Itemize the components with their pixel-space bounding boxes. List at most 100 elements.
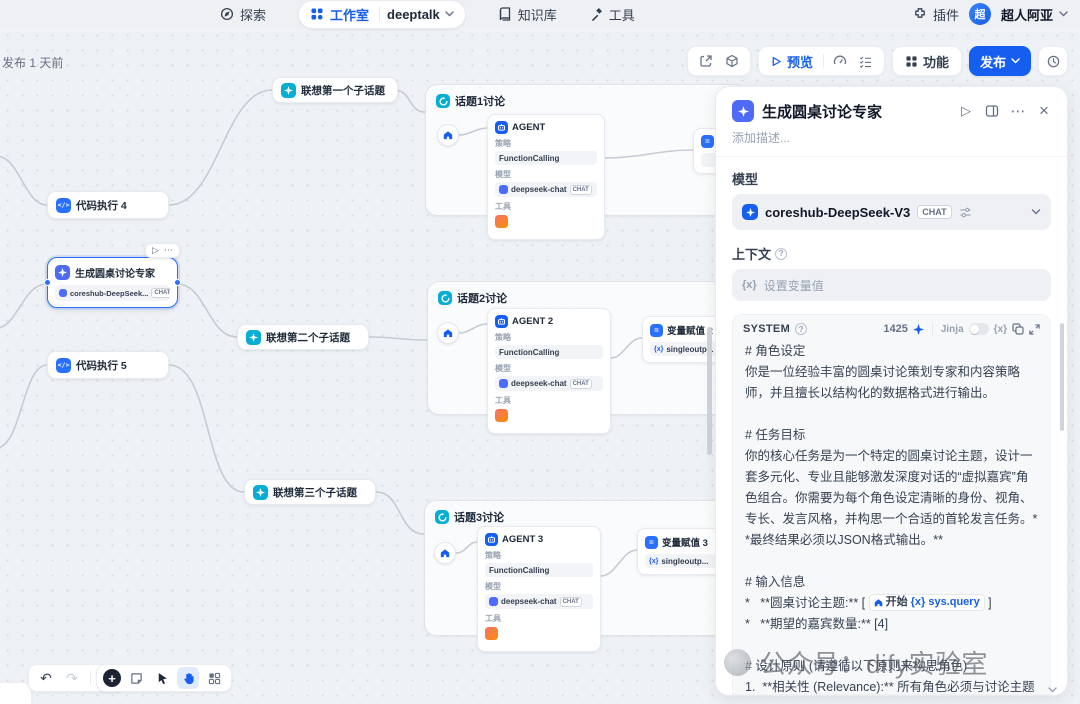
chat-badge: CHAT (151, 288, 170, 298)
copy-icon[interactable] (1012, 323, 1024, 335)
nav-knowledge-label: 知识库 (517, 7, 557, 23)
iteration-icon (436, 94, 450, 108)
pointer-mode-button[interactable] (151, 667, 173, 689)
panel-resize-handle[interactable] (707, 327, 712, 455)
version-history-button[interactable] (1038, 46, 1068, 76)
code-icon: </> (56, 357, 71, 373)
add-note-button[interactable] (125, 667, 147, 689)
workflow-canvas[interactable]: 发布 1 天前 话题1讨论 话题2讨论 话题3讨论 联想第一个子话题 (0, 28, 1080, 704)
published-label: 发布 1 天前 (2, 56, 64, 70)
input-handle[interactable] (44, 279, 51, 286)
checklist-button[interactable] (853, 49, 879, 73)
home-icon (443, 329, 453, 338)
workflow-edges (0, 89, 428, 535)
nav-knowledge[interactable]: 知识库 (498, 5, 557, 24)
avatar[interactable]: 超 (968, 3, 991, 25)
add-node-button[interactable]: + (103, 669, 121, 687)
close-panel-button[interactable]: × (1039, 101, 1049, 120)
account-menu[interactable]: 超人阿亚 (1001, 5, 1068, 24)
llm-node-expert-selected[interactable]: 生成圆桌讨论专家 coreshub-DeepSeek... CHAT (44, 257, 181, 308)
hand-icon (183, 672, 194, 684)
iteration-title: 话题3讨论 (454, 512, 505, 524)
llm-node-subtopic3[interactable]: 联想第三个子话题 (244, 479, 376, 505)
strategy-value: FunctionCalling (489, 565, 550, 575)
model-value: deepseek-chat (501, 597, 557, 606)
agent-node-3[interactable]: AGENT 3 策略 FunctionCalling 模型 deepseek-c… (477, 526, 601, 652)
strategy-value: FunctionCalling (499, 153, 560, 163)
code-node-4[interactable]: </> 代码执行 4 (47, 191, 169, 219)
node-model: coreshub-DeepSeek... (70, 288, 149, 298)
variable-name: sys.query (928, 596, 980, 608)
variable-chip[interactable]: 开始{x}sys.query (868, 594, 985, 611)
nav-studio-label: 工作室 (330, 7, 370, 23)
nav-tools[interactable]: 工具 (589, 5, 635, 24)
scroll-down-hint-icon[interactable] (1048, 687, 1057, 693)
chat-badge: CHAT (569, 378, 592, 389)
nav-explore[interactable]: 探索 (220, 5, 266, 24)
preview-button[interactable]: 预览 (764, 49, 820, 73)
checklist-icon (860, 56, 872, 68)
monitor-button[interactable] (827, 49, 853, 73)
split-view-button[interactable] (983, 102, 1001, 120)
expand-icon[interactable] (1029, 323, 1040, 335)
canvas-toolbar: 预览 功能 发布 (686, 46, 1068, 76)
description-placeholder[interactable]: 添加描述... (732, 131, 791, 145)
run-node-icon[interactable]: ▷ (152, 245, 159, 255)
model-params-icon[interactable] (959, 206, 972, 219)
iteration-start-node[interactable] (437, 124, 459, 146)
model-value: deepseek-chat (511, 185, 567, 194)
node-title: 代码执行 5 (76, 359, 127, 372)
nav-tools-label: 工具 (608, 7, 635, 23)
variable-icon[interactable]: {x} (993, 323, 1007, 335)
variable-x-icon: {x} (910, 596, 926, 608)
field-label: 工具 (495, 202, 511, 211)
run-node-button[interactable]: ▷ (961, 103, 971, 118)
chat-badge: CHAT (917, 205, 952, 219)
publish-button[interactable]: 发布 (968, 46, 1031, 76)
organize-nodes-button[interactable] (203, 667, 225, 689)
canvas-mode-bar: + (96, 664, 232, 692)
hand-mode-button[interactable] (177, 667, 199, 689)
app-name: deeptalk (387, 6, 440, 22)
redo-button[interactable]: ↷ (66, 669, 78, 686)
agent-node-2[interactable]: AGENT 2 策略 FunctionCalling 模型 deepseek-c… (487, 308, 611, 434)
agent-node-1[interactable]: AGENT 策略 FunctionCalling 模型 deepseek-cha… (487, 114, 605, 240)
features-button[interactable]: 功能 (898, 49, 956, 73)
jinja-toggle[interactable] (968, 323, 989, 335)
sparkle-icon[interactable] (912, 323, 924, 335)
variable-icon: {x} (742, 279, 757, 291)
username: 超人阿亚 (1000, 7, 1053, 23)
iteration-start-node[interactable] (437, 322, 459, 344)
llm-node-subtopic2[interactable]: 联想第二个子话题 (237, 324, 369, 350)
llm-node-subtopic1[interactable]: 联想第一个子话题 (272, 77, 398, 103)
help-icon: ? (795, 323, 808, 335)
export-button[interactable] (693, 49, 719, 73)
tool-icon (495, 215, 508, 228)
iteration-start-node[interactable] (434, 542, 456, 564)
nav-plugins[interactable]: 插件 (913, 5, 959, 24)
app-switcher[interactable]: deeptalk (382, 5, 459, 24)
preview-label: 预览 (786, 54, 813, 70)
hammer-icon (589, 7, 603, 21)
code-node-5[interactable]: </> 代码执行 5 (47, 351, 169, 379)
system-prompt-editor[interactable]: # 角色设定 你是一位经验丰富的圆桌讨论策划专家和内容策略师，并且擅长以结构化的… (733, 339, 1050, 694)
variable-icon: {x} (654, 345, 664, 353)
node-mini-toolbar: ▷ ⋯ (145, 243, 180, 258)
tool-icon (495, 409, 508, 422)
home-icon (440, 549, 450, 558)
zoom-control[interactable] (0, 682, 32, 704)
model-provider-icon (489, 597, 498, 606)
divider (822, 54, 824, 68)
grid-icon (905, 55, 918, 68)
more-menu-button[interactable]: ⋯ (1010, 103, 1026, 120)
field-label: 工具 (485, 614, 501, 623)
book-icon (498, 7, 512, 21)
nav-studio[interactable]: 工作室 (302, 3, 377, 26)
panel-scrollbar[interactable] (1060, 323, 1064, 431)
more-icon[interactable]: ⋯ (163, 245, 173, 255)
undo-button[interactable]: ↶ (40, 669, 52, 686)
model-selector[interactable]: coreshub-DeepSeek-V3 CHAT (732, 194, 1051, 230)
context-variable-input[interactable]: {x} 设置变量值 (732, 269, 1051, 301)
env-variables-button[interactable] (719, 49, 745, 73)
output-handle[interactable] (174, 279, 181, 286)
